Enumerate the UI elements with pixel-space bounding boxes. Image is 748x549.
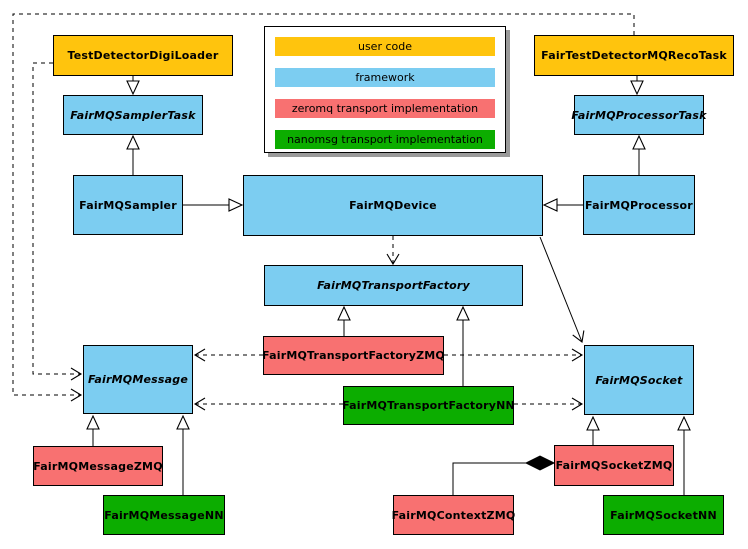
class-label: FairMQContextZMQ [391,508,516,522]
legend-item-nanomsg: nanomsg transport implementation [275,130,495,149]
class-label: FairMQTransportFactoryZMQ [262,349,445,362]
legend-label: zeromq transport implementation [291,102,479,115]
class-box-fairmqmessage: FairMQMessage [83,345,193,414]
class-box-fairmqprocessortask: FairMQProcessorTask [571,95,707,135]
class-label: FairMQSamplerTask [70,108,196,122]
class-box-fairmqmessagenn: FairMQMessageNN [103,495,225,535]
legend-label: framework [355,71,415,84]
legend-item-framework: framework [275,68,495,87]
class-label: FairMQSampler [79,198,177,212]
edge-device-to-socket [539,236,585,343]
class-label: FairMQProcessor [585,198,693,212]
class-box-fairmqsamplertask: FairMQSamplerTask [63,95,203,135]
legend-label: nanomsg transport implementation [287,133,483,146]
class-label: FairMQMessageNN [104,508,224,522]
class-label: FairMQMessage [87,373,189,386]
class-box-fairmqmessagezmq: FairMQMessageZMQ [33,446,163,486]
edge-digiLoader-to-message [32,62,83,381]
class-label: FairMQSocket [595,373,683,387]
class-label: FairMQSocketNN [610,508,717,522]
class-box-fairmqprocessor: FairMQProcessor [583,175,695,235]
class-label: FairMQSocketZMQ [555,459,673,472]
class-box-fairmqtransportfactorynn: FairMQTransportFactoryNN [342,386,515,425]
class-box-fairmqtransportfactory: FairMQTransportFactory [264,265,523,306]
class-label: TestDetectorDigiLoader [67,49,219,62]
edge-contextZmq-to-socketZmq [452,462,526,495]
class-label: FairMQTransportFactoryNN [342,399,515,412]
class-box-fairmqsocket: FairMQSocket [584,345,694,415]
class-box-fairtestdetectormqrecotask: FairTestDetectorMQRecoTask [534,35,734,76]
class-label: FairMQMessageZMQ [33,459,163,473]
class-box-fairmqcontextzmq: FairMQContextZMQ [391,495,516,535]
class-box-fairmqtransportfactoryzmq: FairMQTransportFactoryZMQ [262,336,445,375]
class-label: FairMQDevice [349,199,437,212]
legend-label: user code [357,40,413,53]
class-box-fairmqsocketnn: FairMQSocketNN [603,495,724,535]
class-box-fairmqdevice: FairMQDevice [243,175,543,236]
legend-item-zeromq: zeromq transport implementation [275,99,495,118]
legend-item-user-code: user code [275,37,495,56]
composition-diamond-icon [524,455,556,471]
legend: user code framework zeromq transport imp… [264,26,506,153]
edge-recoTask-to-message [12,13,635,402]
class-label: FairTestDetectorMQRecoTask [541,49,727,62]
class-box-fairmqsocketzmq: FairMQSocketZMQ [554,445,674,486]
class-box-testdetectordigiloader: TestDetectorDigiLoader [53,35,233,76]
class-label: FairMQProcessorTask [571,108,707,122]
class-label: FairMQTransportFactory [317,279,470,292]
class-box-fairmqsampler: FairMQSampler [73,175,183,235]
